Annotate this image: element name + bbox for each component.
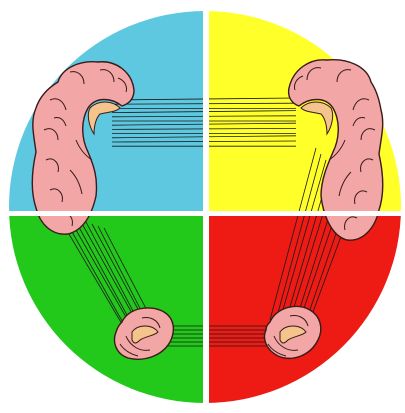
quadrant-bottom-left	[0, 216, 203, 413]
